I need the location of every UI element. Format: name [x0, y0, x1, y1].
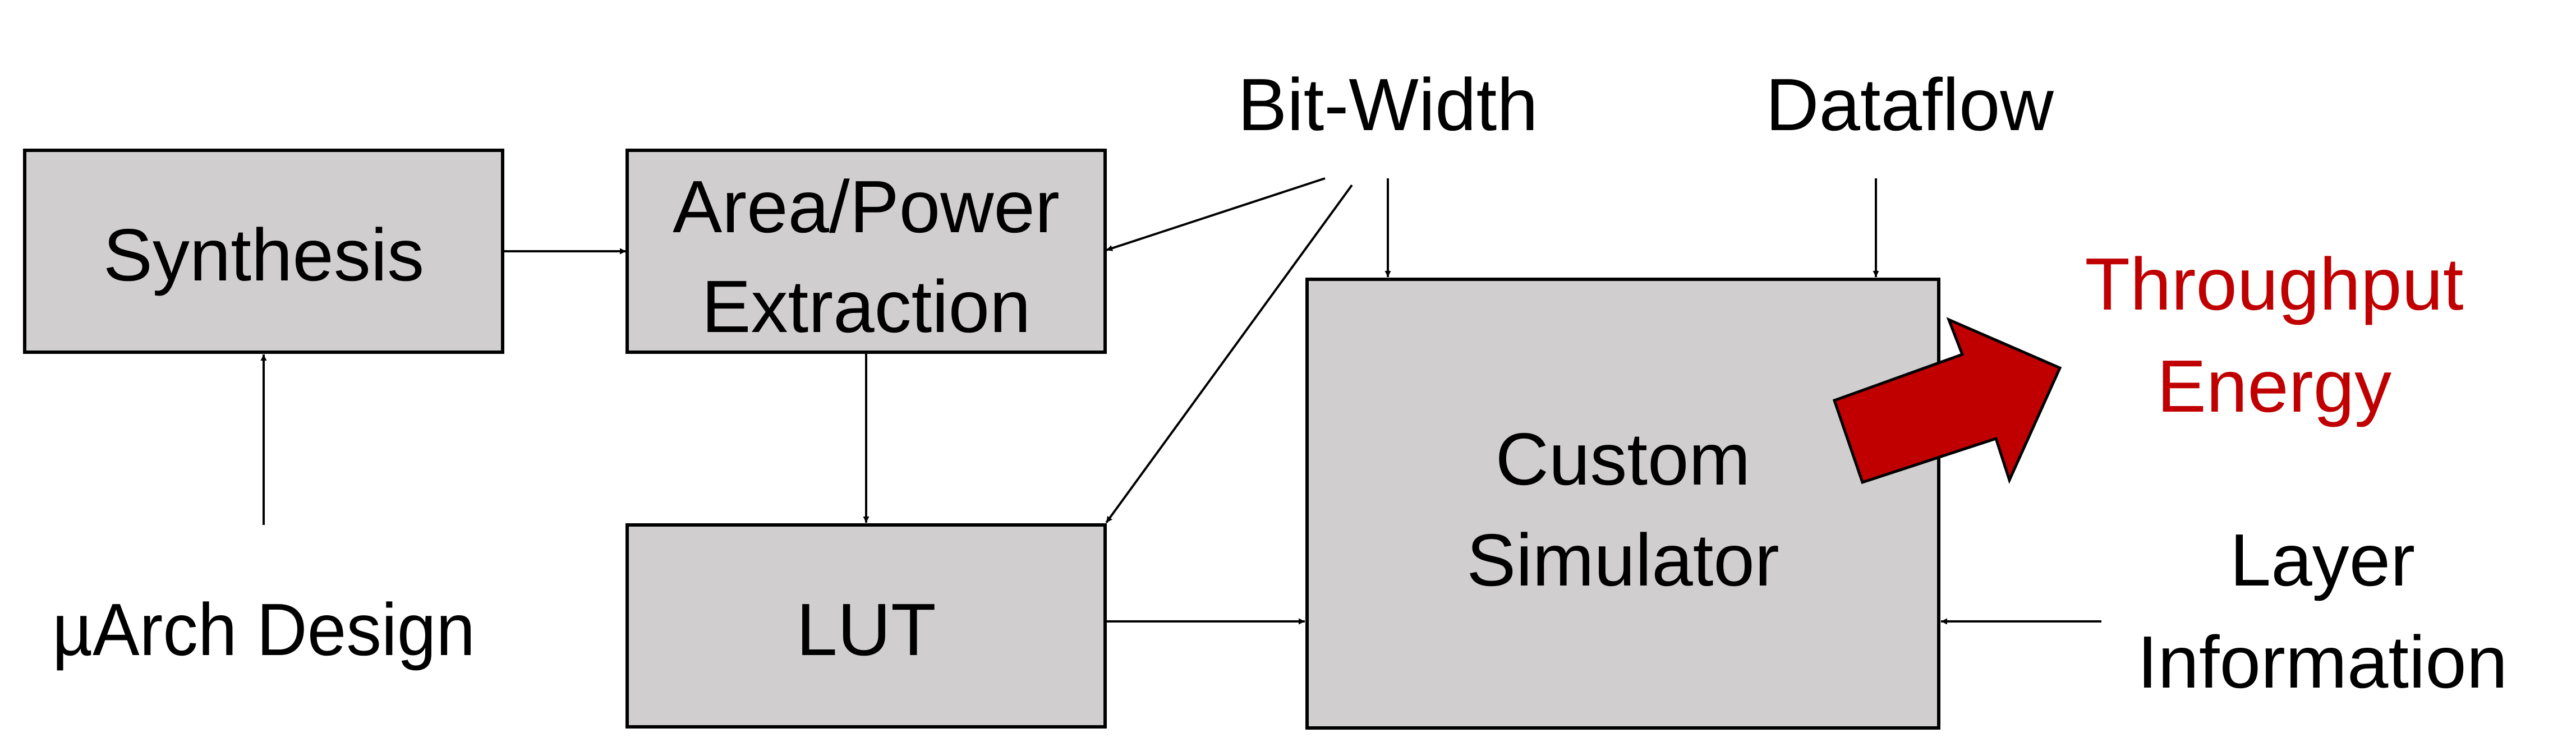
synthesis-label: Synthesis: [103, 214, 424, 296]
custom-simulator-box: Custom Simulator: [1305, 278, 1940, 730]
march-design-label: µArch Design: [52, 588, 475, 671]
lut-label: LUT: [796, 588, 936, 671]
area-power-label: Area/Power: [673, 165, 1060, 248]
simulator-label: Simulator: [1466, 519, 1779, 601]
throughput-label: Throughput: [2085, 243, 2463, 325]
bit-width-label: Bit-Width: [1238, 63, 1538, 146]
arrow-bitwidth-to-lut: [1105, 184, 1353, 524]
output-arrow: [1832, 317, 2062, 485]
layer-label: Layer: [2230, 519, 2415, 601]
energy-label: Energy: [2157, 345, 2391, 427]
area-power-extraction-box: Area/Power Extraction: [625, 149, 1107, 354]
information-label: Information: [2137, 621, 2508, 703]
extraction-label: Extraction: [702, 265, 1031, 348]
custom-label: Custom: [1496, 418, 1751, 500]
lut-box: LUT: [625, 523, 1107, 729]
dataflow-label: Dataflow: [1765, 63, 2054, 146]
synthesis-box: Synthesis: [23, 149, 504, 354]
arrow-bitwidth-to-extraction: [1106, 177, 1326, 251]
